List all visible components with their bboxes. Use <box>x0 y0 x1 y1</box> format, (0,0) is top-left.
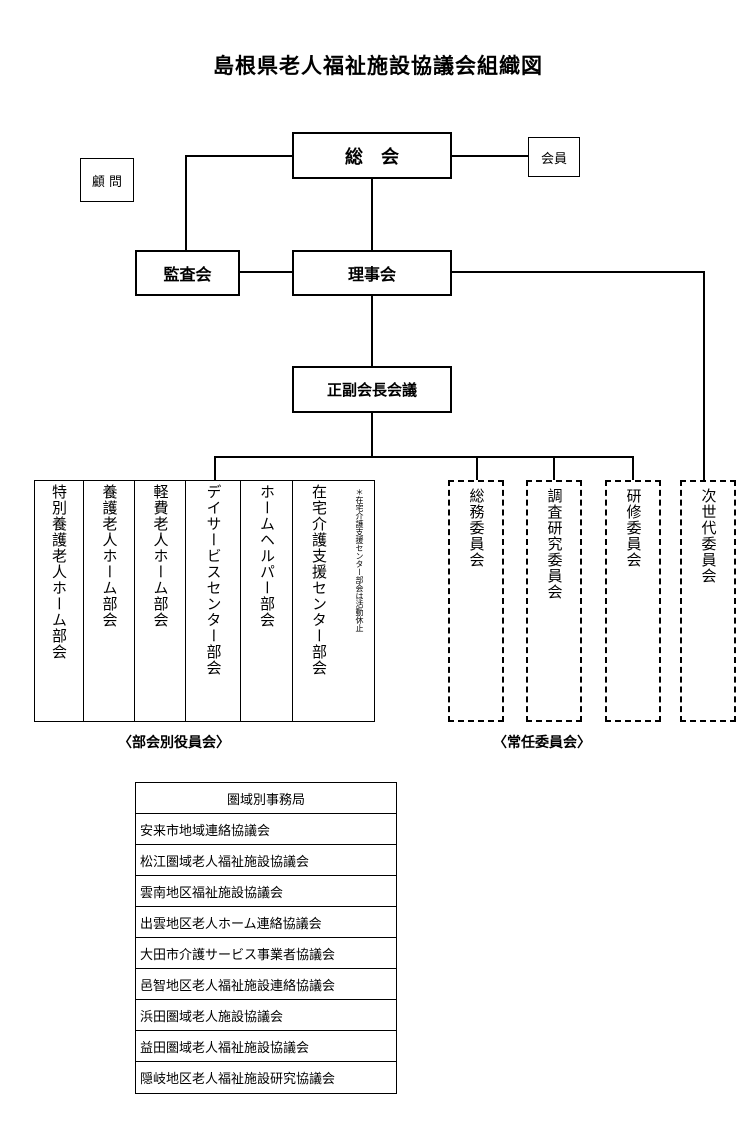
regional-office-header: 圏域別事務局 <box>136 783 396 814</box>
next-generation-committee-label: 次世代委員会 <box>699 488 718 584</box>
next-generation-committee-box: 次世代委員会 <box>680 480 736 722</box>
advisor-label: 顧 問 <box>91 174 123 190</box>
connector-line <box>452 155 528 157</box>
connector-line <box>632 456 634 481</box>
division-item: 養護老人ホーム部会 <box>83 480 134 722</box>
standing-committee-label: 研修委員会 <box>624 488 643 568</box>
board-of-directors-label: 理事会 <box>347 265 396 284</box>
division-note: ＊在宅介護支援センター部会は活動休止 <box>345 480 373 722</box>
division-item: ホームヘルパー部会 <box>240 480 292 722</box>
regional-office-row: 益田圏域老人福祉施設協議会 <box>136 1031 396 1062</box>
regional-office-row: 大田市介護サービス事業者協議会 <box>136 938 396 969</box>
division-label: 在宅介護支援センター部会 <box>310 484 328 676</box>
chair-vicechair-meeting-label: 正副会長会議 <box>326 381 417 399</box>
connector-line <box>553 456 555 481</box>
regional-office-row: 出雲地区老人ホーム連絡協議会 <box>136 907 396 938</box>
regional-office-row: 松江圏域老人福祉施設協議会 <box>136 845 396 876</box>
members-label: 会員 <box>540 151 567 167</box>
board-of-directors-box: 理事会 <box>292 250 452 296</box>
division-label: 養護老人ホーム部会 <box>100 484 119 628</box>
division-label: デイサービスセンター部会 <box>204 484 223 676</box>
regional-office-row: 安来市地域連絡協議会 <box>136 814 396 845</box>
connector-line <box>185 155 187 250</box>
connector-line <box>214 456 216 481</box>
division-item: 軽費老人ホーム部会 <box>134 480 185 722</box>
division-label: ホームヘルパー部会 <box>258 484 276 628</box>
connector-line <box>185 155 292 157</box>
chart-title: 島根県老人福祉施設協議会組織図 <box>213 54 543 78</box>
members-box: 会員 <box>528 137 580 177</box>
standing-committee-box: 調査研究委員会 <box>526 480 582 722</box>
chair-vicechair-meeting-box: 正副会長会議 <box>292 366 452 413</box>
division-note-text: ＊在宅介護支援センター部会は活動休止 <box>355 488 364 632</box>
general-assembly-label: 総 会 <box>345 146 399 168</box>
division-label: 軽費老人ホーム部会 <box>151 484 170 628</box>
connector-line <box>452 271 704 273</box>
division-item: デイサービスセンター部会 <box>185 480 240 722</box>
standing-committee-box: 研修委員会 <box>605 480 661 722</box>
standing-committee-caption: 〈常任委員会〉 <box>493 735 591 751</box>
division-committees-group <box>34 480 375 722</box>
advisor-box: 顧 問 <box>80 158 134 202</box>
regional-office-row: 雲南地区福祉施設協議会 <box>136 876 396 907</box>
audit-board-box: 監査会 <box>135 250 240 296</box>
regional-office-row: 隠岐地区老人福祉施設研究協議会 <box>140 1072 336 1087</box>
connector-line <box>214 456 633 458</box>
connector-line <box>371 178 373 250</box>
standing-committee-label: 総務委員会 <box>467 488 486 568</box>
audit-board-label: 監査会 <box>163 265 212 284</box>
connector-line <box>371 295 373 367</box>
division-item: 特別養護老人ホーム部会 <box>34 480 83 722</box>
connector-line <box>703 271 705 481</box>
regional-office-row: 邑智地区老人福祉施設連絡協議会 <box>136 969 396 1000</box>
general-assembly-box: 総 会 <box>292 132 452 179</box>
standing-committee-label: 調査研究委員会 <box>545 488 564 600</box>
connector-line <box>476 456 478 481</box>
division-label: 特別養護老人ホーム部会 <box>50 484 68 660</box>
regional-office-table: 圏域別事務局 安来市地域連絡協議会 松江圏域老人福祉施設協議会 雲南地区福祉施設… <box>135 782 397 1094</box>
standing-committee-box: 総務委員会 <box>448 480 504 722</box>
division-item: 在宅介護支援センター部会 <box>292 480 344 722</box>
connector-line <box>371 412 373 457</box>
connector-line <box>240 271 292 273</box>
division-caption: 〈部会別役員会〉 <box>118 735 230 751</box>
regional-office-row: 浜田圏域老人施設協議会 <box>136 1000 396 1031</box>
